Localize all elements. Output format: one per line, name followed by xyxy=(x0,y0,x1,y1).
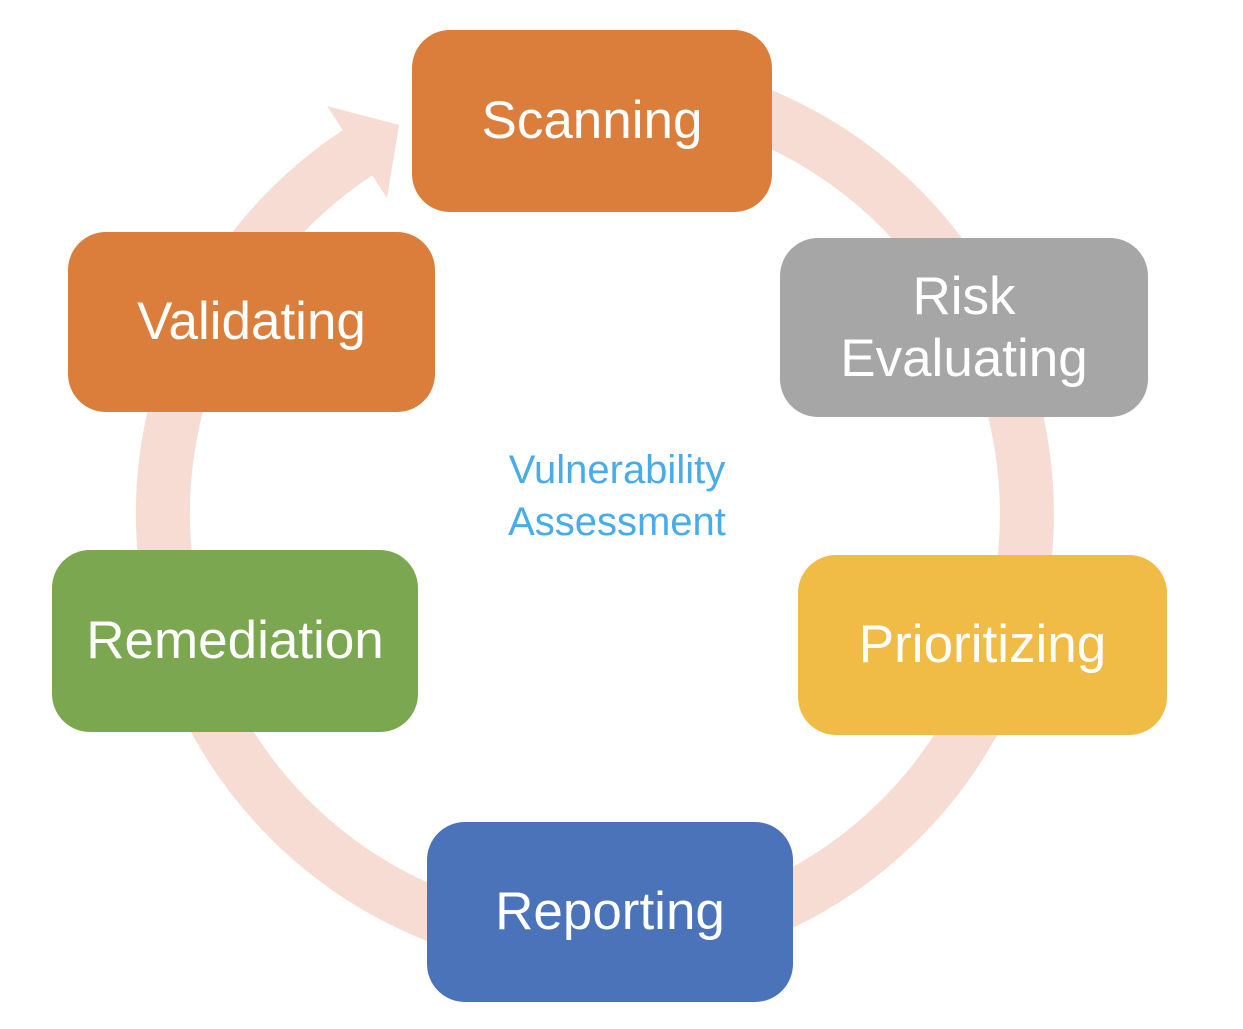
stage-label-validating: Validating xyxy=(137,292,366,351)
stage-label-risk-evaluating: Risk Evaluating xyxy=(840,266,1088,388)
cycle-ring-arc xyxy=(135,54,1054,973)
diagram-title: Vulnerability Assessment xyxy=(412,444,822,548)
stage-box-validating: Validating xyxy=(68,232,435,412)
stage-box-prioritizing: Prioritizing xyxy=(798,555,1167,735)
stage-label-remediation: Remediation xyxy=(86,611,384,670)
stage-box-risk-evaluating: Risk Evaluating xyxy=(780,238,1148,417)
diagram-title-line2: Assessment xyxy=(508,500,726,544)
stage-label-reporting: Reporting xyxy=(495,882,725,941)
diagram-title-line1: Vulnerability xyxy=(508,448,726,492)
stage-label-scanning: Scanning xyxy=(481,91,703,150)
stage-box-scanning: Scanning xyxy=(412,30,772,212)
stage-box-reporting: Reporting xyxy=(427,822,793,1002)
cycle-arrowhead-icon xyxy=(327,106,399,198)
stage-box-remediation: Remediation xyxy=(52,550,418,732)
stage-label-prioritizing: Prioritizing xyxy=(858,615,1107,674)
